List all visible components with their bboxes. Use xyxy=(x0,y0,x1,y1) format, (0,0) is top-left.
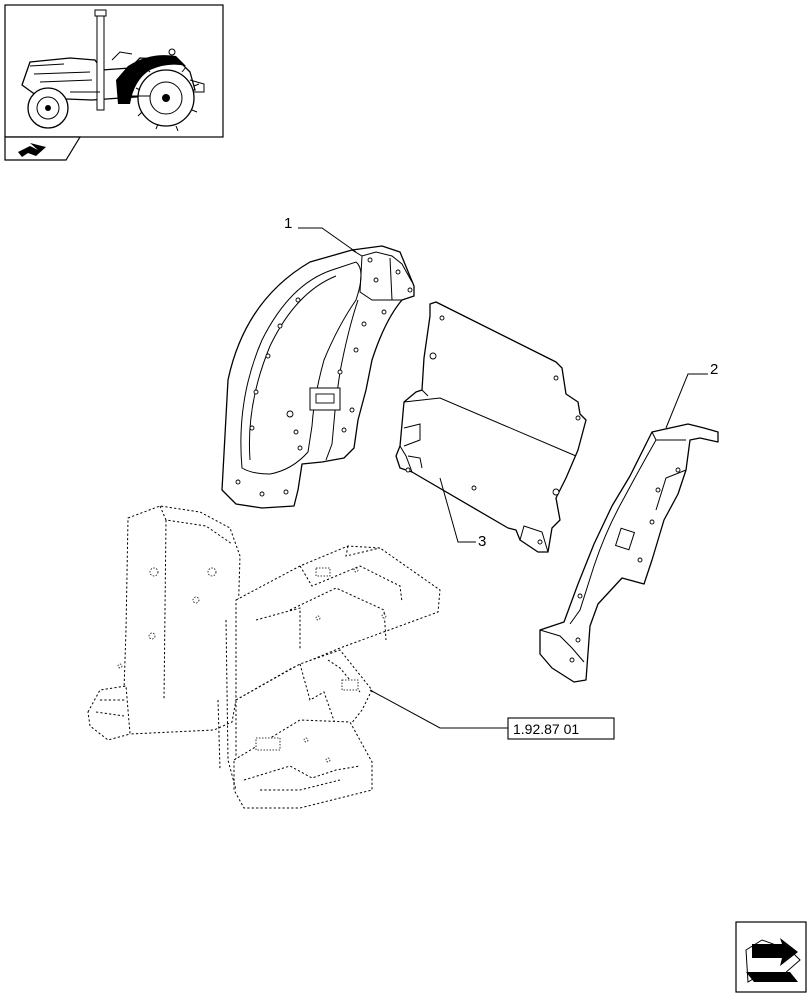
section-indicator-icon[interactable] xyxy=(4,136,82,161)
callout-1: 1 xyxy=(284,215,292,232)
reference-box[interactable] xyxy=(507,717,615,740)
platform-reference-assembly xyxy=(87,505,441,809)
next-page-arrow-icon[interactable] xyxy=(735,921,807,993)
tractor-thumbnail-icon[interactable] xyxy=(4,4,224,138)
shield-part-3 xyxy=(395,301,587,553)
reference-label[interactable]: 1.92.87 01 xyxy=(513,721,579,737)
callout-2: 2 xyxy=(710,361,718,378)
callout-3: 3 xyxy=(478,533,486,550)
fender-extension-part-2 xyxy=(539,423,719,683)
reference-link[interactable]: 1.92.87 01 xyxy=(507,717,615,740)
leader-lines xyxy=(298,227,708,729)
fender-part-1 xyxy=(221,245,415,509)
